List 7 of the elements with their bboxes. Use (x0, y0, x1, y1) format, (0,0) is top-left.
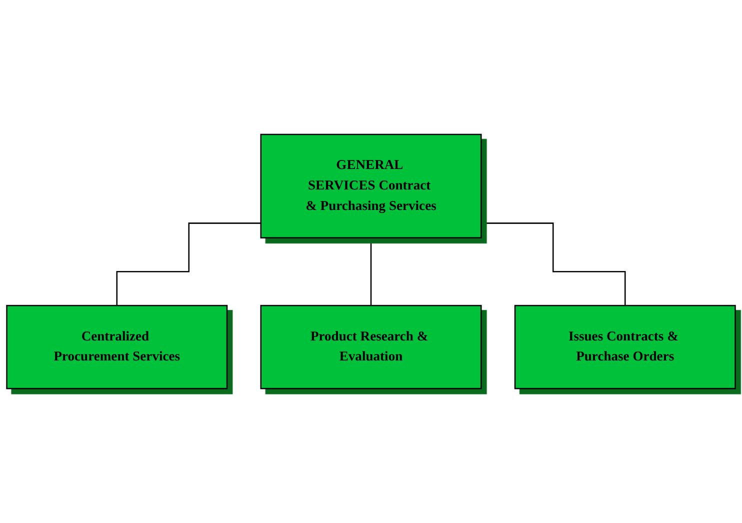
connector (116, 222, 261, 306)
node-box: Issues Contracts & Purchase Orders (514, 304, 736, 390)
node-box: Product Research & Evaluation (260, 304, 482, 390)
connector (481, 222, 626, 306)
node-box: GENERAL SERVICES Contract & Purchasing Services (260, 134, 482, 238)
node-box: Centralized Procurement Services (6, 304, 228, 390)
connector (370, 237, 372, 306)
